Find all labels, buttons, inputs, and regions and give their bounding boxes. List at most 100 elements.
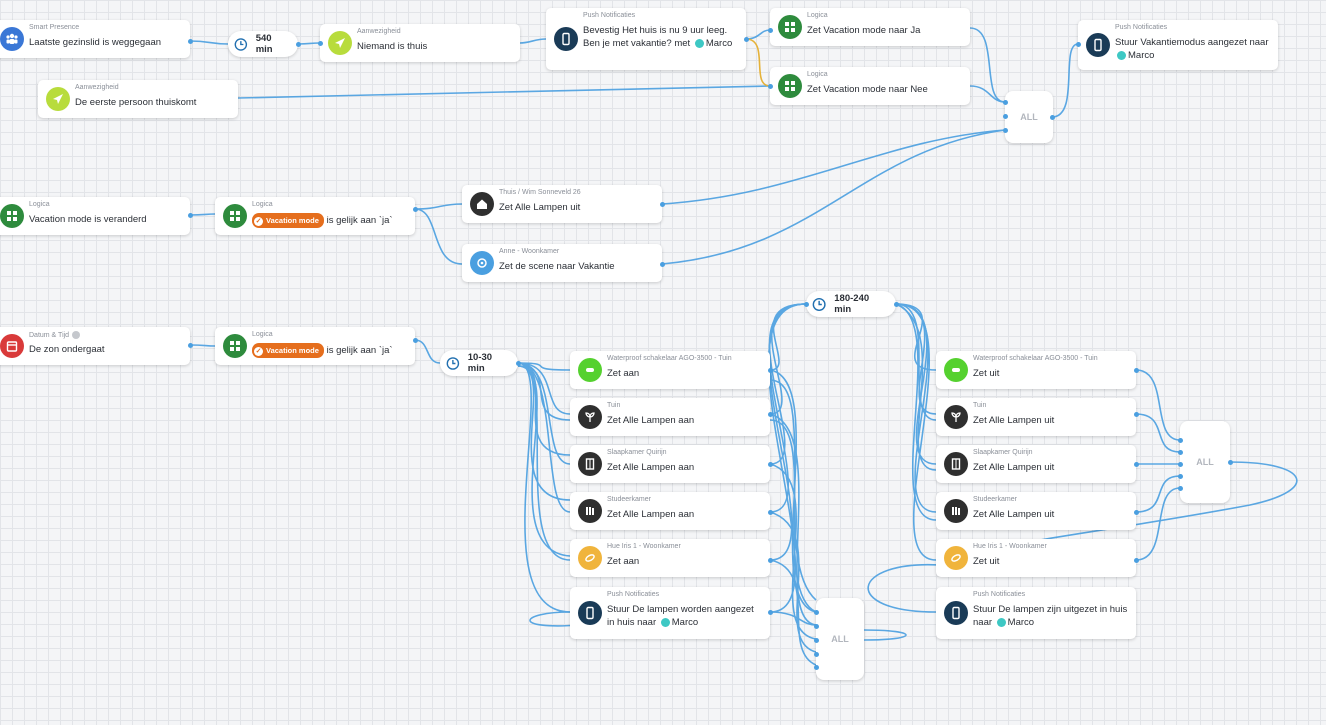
node-push-bevestig[interactable]: Push Notificaties Bevestig Het huis is n… — [546, 8, 746, 70]
node-category: Thuis / Wim Sonneveld 26 — [499, 189, 581, 196]
logic-blocks-icon — [778, 74, 802, 98]
delay-label: 10-30 min — [467, 352, 493, 374]
clock-icon — [446, 356, 460, 370]
node-thuis-lampen-uit[interactable]: Thuis / Wim Sonneveld 26 Zet Alle Lampen… — [462, 185, 662, 223]
tag-label: Vacation mode — [266, 346, 319, 355]
input-port[interactable] — [1178, 486, 1183, 491]
output-port[interactable] — [1228, 460, 1233, 465]
user-avatar — [660, 617, 670, 627]
node-slaapkamer-aan[interactable]: Slaapkamer Quirijn Zet Alle Lampen aan — [570, 445, 770, 483]
output-port[interactable] — [1050, 115, 1055, 120]
node-category: Waterproof schakelaar AGO-3500 - Tuin — [973, 355, 1098, 362]
node-tuin-uit[interactable]: Tuin Zet Alle Lampen uit — [936, 398, 1136, 436]
node-datum-zon[interactable]: Datum & Tijd De zon ondergaat — [0, 327, 190, 365]
input-port[interactable] — [1003, 100, 1008, 105]
logic-blocks-icon — [0, 204, 24, 228]
output-port[interactable] — [413, 338, 418, 343]
user-avatar — [694, 38, 704, 48]
node-tuin-aan[interactable]: Tuin Zet Alle Lampen aan — [570, 398, 770, 436]
output-port[interactable] — [296, 42, 301, 47]
node-aanwezigheid-eerste[interactable]: Aanwezigheid De eerste persoon thuiskomt — [38, 80, 238, 118]
output-port[interactable] — [768, 558, 773, 563]
info-icon[interactable] — [72, 331, 81, 339]
input-port[interactable] — [814, 652, 819, 657]
output-port[interactable] — [768, 610, 773, 615]
output-port[interactable] — [660, 202, 665, 207]
user-name: Marco — [705, 38, 733, 49]
input-port[interactable] — [768, 84, 773, 89]
input-port[interactable] — [814, 665, 819, 670]
output-port[interactable] — [1134, 558, 1139, 563]
node-push-lampen-aan[interactable]: Push Notificaties Stuur De lampen worden… — [570, 587, 770, 639]
output-port[interactable] — [1134, 510, 1139, 515]
location-arrow-icon — [328, 31, 352, 55]
input-port[interactable] — [768, 28, 773, 33]
output-port[interactable] — [744, 37, 749, 42]
node-title: Zet aan — [607, 368, 640, 379]
input-port[interactable] — [814, 624, 819, 629]
node-hue-uit[interactable]: Hue Iris 1 - Woonkamer Zet uit — [936, 539, 1136, 577]
node-logic-vacation-gelijk-1[interactable]: Logica ✓Vacation mode is gelijk aan `ja` — [215, 197, 415, 235]
node-push-lampen-uit[interactable]: Push Notificaties Stuur De lampen zijn u… — [936, 587, 1136, 639]
node-studeerkamer-aan[interactable]: Studeerkamer Zet Alle Lampen aan — [570, 492, 770, 530]
input-port[interactable] — [804, 302, 809, 307]
output-port[interactable] — [188, 39, 193, 44]
node-water-uit[interactable]: Waterproof schakelaar AGO-3500 - Tuin Ze… — [936, 351, 1136, 389]
node-water-aan[interactable]: Waterproof schakelaar AGO-3500 - Tuin Ze… — [570, 351, 770, 389]
all-gate-middle[interactable]: ALL — [816, 598, 864, 680]
node-title: Zet Alle Lampen aan — [607, 462, 695, 473]
node-aanwezigheid-niemand[interactable]: Aanwezigheid Niemand is thuis — [320, 24, 520, 62]
input-port[interactable] — [318, 41, 323, 46]
all-label: ALL — [1020, 112, 1038, 122]
node-logic-vacation-gelijk-2[interactable]: Logica ✓Vacation mode is gelijk aan `ja` — [215, 327, 415, 365]
output-port[interactable] — [768, 462, 773, 467]
delay-180-240-min[interactable]: 180-240 min — [806, 291, 896, 317]
input-port[interactable] — [1003, 114, 1008, 119]
node-category: Studeerkamer — [973, 496, 1017, 503]
input-port[interactable] — [1003, 128, 1008, 133]
output-port[interactable] — [660, 262, 665, 267]
output-port[interactable] — [1134, 368, 1139, 373]
output-port[interactable] — [516, 361, 521, 366]
output-port[interactable] — [768, 510, 773, 515]
node-anne-scene[interactable]: Anne - Woonkamer Zet de scene naar Vakan… — [462, 244, 662, 282]
node-title: Zet Alle Lampen uit — [499, 202, 581, 213]
node-logic-vacation-changed[interactable]: Logica Vacation mode is veranderd — [0, 197, 190, 235]
all-gate-top[interactable]: ALL — [1005, 91, 1053, 143]
all-gate-right[interactable]: ALL — [1180, 421, 1230, 503]
tag-label: Vacation mode — [266, 216, 319, 225]
node-hue-aan[interactable]: Hue Iris 1 - Woonkamer Zet aan — [570, 539, 770, 577]
input-port[interactable] — [1178, 450, 1183, 455]
output-port[interactable] — [1134, 462, 1139, 467]
node-title: ✓Vacation mode is gelijk aan `ja` — [252, 343, 393, 358]
node-title: Laatste gezinslid is weggegaan — [29, 37, 162, 48]
node-logic-vacation-ja[interactable]: Logica Zet Vacation mode naar Ja — [770, 8, 970, 46]
node-logic-vacation-nee[interactable]: Logica Zet Vacation mode naar Nee — [770, 67, 970, 105]
input-port[interactable] — [1178, 438, 1183, 443]
output-port[interactable] — [768, 368, 773, 373]
phone-icon — [554, 27, 578, 51]
input-port[interactable] — [814, 638, 819, 643]
phone-icon — [578, 601, 602, 625]
node-category: Push Notificaties — [973, 591, 1026, 598]
output-port[interactable] — [1134, 412, 1139, 417]
node-push-vakantie[interactable]: Push Notificaties Stuur Vakantiemodus aa… — [1078, 20, 1278, 70]
node-slaapkamer-uit[interactable]: Slaapkamer Quirijn Zet Alle Lampen uit — [936, 445, 1136, 483]
clock-icon — [812, 297, 826, 311]
input-port[interactable] — [1178, 474, 1183, 479]
output-port[interactable] — [188, 343, 193, 348]
input-port[interactable] — [1178, 462, 1183, 467]
input-port[interactable] — [814, 610, 819, 615]
clock-icon — [234, 37, 248, 51]
output-port[interactable] — [188, 213, 193, 218]
output-port[interactable] — [768, 412, 773, 417]
output-port[interactable] — [413, 207, 418, 212]
node-smart-presence[interactable]: Smart Presence Laatste gezinslid is wegg… — [0, 20, 190, 58]
output-port[interactable] — [894, 302, 899, 307]
speaker-icon — [470, 251, 494, 275]
delay-10-30-min[interactable]: 10-30 min — [440, 350, 518, 376]
input-port[interactable] — [1076, 42, 1081, 47]
delay-540-min[interactable]: 540 min — [228, 31, 298, 57]
node-studeerkamer-uit[interactable]: Studeerkamer Zet Alle Lampen uit — [936, 492, 1136, 530]
